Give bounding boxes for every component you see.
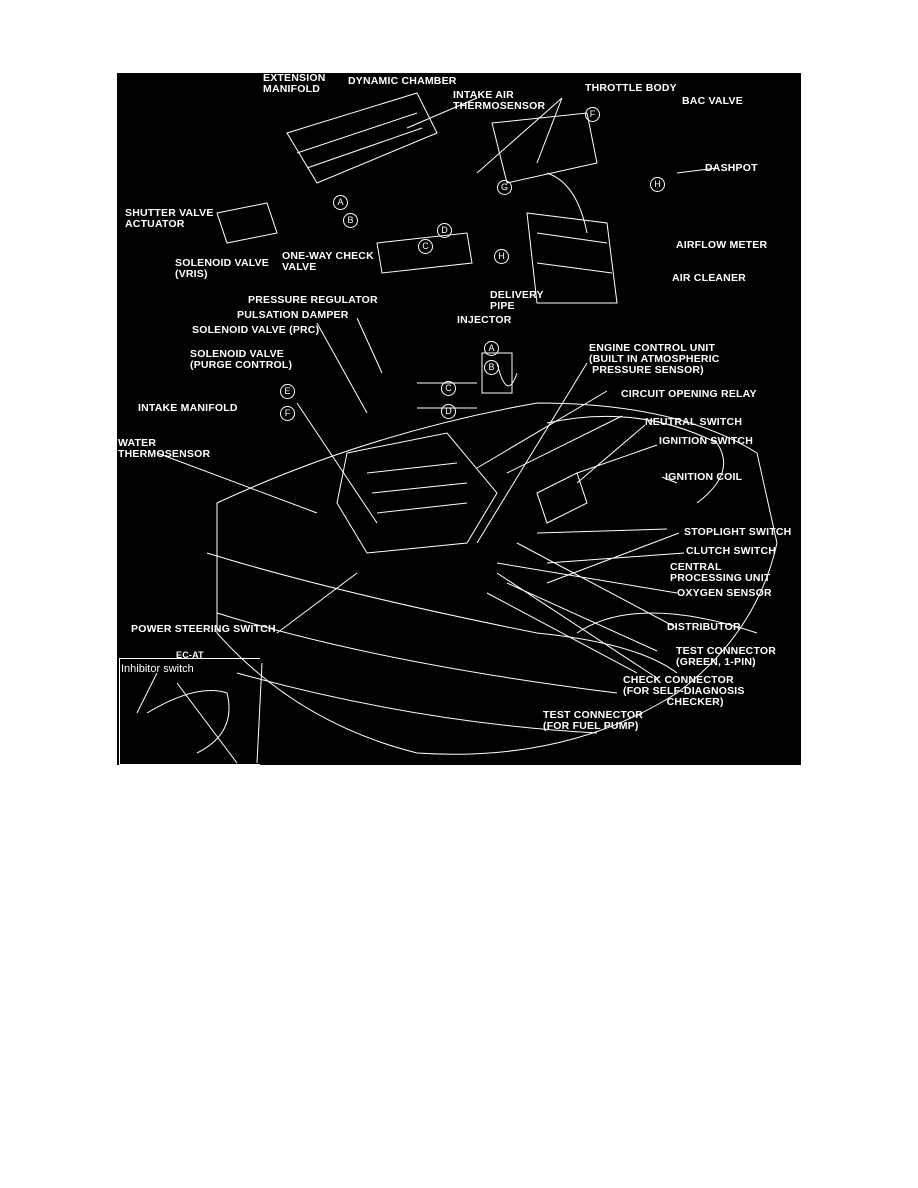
marker-a: A bbox=[333, 195, 348, 210]
label-test-connector-fuel-pump: TEST CONNECTOR (FOR FUEL PUMP) bbox=[543, 709, 644, 732]
marker-h: H bbox=[494, 249, 509, 264]
label-clutch-switch: CLUTCH SWITCH bbox=[686, 545, 777, 557]
marker-h: H bbox=[650, 177, 665, 192]
label-dashpot: DASHPOT bbox=[705, 162, 758, 174]
label-one-way-check-valve: ONE-WAY CHECK VALVE bbox=[282, 250, 374, 273]
diagram-line-art bbox=[136, 92, 778, 764]
engine-component-diagram: EXTENSION MANIFOLD DYNAMIC CHAMBER INTAK… bbox=[117, 73, 801, 765]
label-extension-manifold: EXTENSION MANIFOLD bbox=[263, 73, 326, 95]
marker-b: B bbox=[484, 360, 499, 375]
label-solenoid-valve-prc: SOLENOID VALVE (PRC) bbox=[192, 324, 320, 336]
marker-c: C bbox=[418, 239, 433, 254]
marker-c: C bbox=[441, 381, 456, 396]
label-distributor: DISTRIBUTOR bbox=[667, 621, 741, 633]
label-pressure-regulator: PRESSURE REGULATOR bbox=[248, 294, 378, 306]
label-check-connector: CHECK CONNECTOR (FOR SELF-DIAGNOSIS CHEC… bbox=[623, 674, 745, 708]
label-ignition-coil: IGNITION COIL bbox=[665, 471, 743, 483]
label-test-connector-green: TEST CONNECTOR (GREEN, 1-PIN) bbox=[676, 645, 777, 668]
inset-title: EC-AT bbox=[176, 650, 204, 660]
label-oxygen-sensor: OXYGEN SENSOR bbox=[677, 587, 772, 599]
label-shutter-valve-actuator: SHUTTER VALVE ACTUATOR bbox=[125, 207, 214, 230]
label-solenoid-valve-purge-control: SOLENOID VALVE (PURGE CONTROL) bbox=[190, 348, 293, 371]
label-pulsation-damper: PULSATION DAMPER bbox=[237, 309, 349, 321]
label-air-cleaner: AIR CLEANER bbox=[672, 272, 746, 284]
label-stoplight-switch: STOPLIGHT SWITCH bbox=[684, 526, 792, 538]
label-water-thermosensor: WATER THERMOSENSOR bbox=[118, 437, 211, 460]
marker-d: D bbox=[437, 223, 452, 238]
label-circuit-opening-relay: CIRCUIT OPENING RELAY bbox=[621, 388, 757, 400]
label-airflow-meter: AIRFLOW METER bbox=[676, 239, 768, 251]
marker-b: B bbox=[343, 213, 358, 228]
label-solenoid-valve-vris: SOLENOID VALVE (VRIS) bbox=[175, 257, 270, 280]
label-bac-valve: BAC VALVE bbox=[682, 95, 743, 107]
inset-frame bbox=[119, 658, 260, 765]
marker-a: A bbox=[484, 341, 499, 356]
marker-f: F bbox=[585, 107, 600, 122]
marker-g: G bbox=[497, 180, 512, 195]
label-central-processing-unit: CENTRAL PROCESSING UNIT bbox=[670, 561, 771, 584]
label-power-steering-switch: POWER STEERING SWITCH bbox=[131, 623, 276, 635]
label-intake-manifold: INTAKE MANIFOLD bbox=[138, 402, 238, 414]
marker-e: E bbox=[280, 384, 295, 399]
label-injector: INJECTOR bbox=[457, 314, 512, 326]
label-throttle-body: THROTTLE BODY bbox=[585, 82, 677, 94]
marker-d: D bbox=[441, 404, 456, 419]
marker-f: F bbox=[280, 406, 295, 421]
label-ignition-switch: IGNITION SWITCH bbox=[659, 435, 753, 447]
label-engine-control-unit: ENGINE CONTROL UNIT (BUILT IN ATMOSPHERI… bbox=[589, 342, 720, 376]
label-dynamic-chamber: DYNAMIC CHAMBER bbox=[348, 75, 457, 87]
label-neutral-switch: NEUTRAL SWITCH bbox=[645, 416, 743, 428]
label-intake-air-thermosensor: INTAKE AIR THERMOSENSOR bbox=[453, 89, 546, 112]
inset-label-inhibitor-switch: Inhibitor switch bbox=[121, 663, 194, 675]
label-delivery-pipe: DELIVERY PIPE bbox=[490, 289, 544, 312]
